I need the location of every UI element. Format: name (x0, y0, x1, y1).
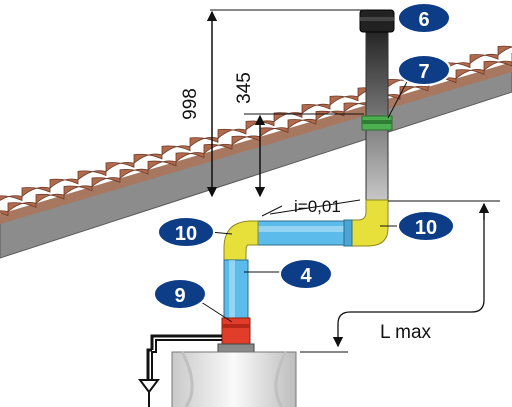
roof-tile (35, 193, 65, 205)
roof-tile (133, 153, 163, 165)
roof-tile (189, 137, 219, 148)
callout-10-right: 10 (397, 210, 455, 242)
roof-tile (483, 60, 512, 72)
slope-line (269, 199, 361, 215)
roof-tiles (0, 45, 512, 217)
roof-flashing-band (362, 120, 392, 124)
leader-9 (197, 299, 233, 323)
roof-tile (497, 45, 512, 57)
callout-9: 9 (153, 278, 207, 310)
roof-tile (63, 185, 93, 196)
drain-symbol-icon (138, 379, 160, 407)
roof-tile (469, 53, 499, 65)
roof-tile (161, 145, 191, 156)
roof-tile (301, 103, 331, 115)
slope-tick (261, 205, 283, 217)
condensate-drain (146, 334, 222, 380)
callout-4: 4 (279, 258, 333, 290)
roof-tile (21, 186, 51, 198)
vertical-pipe (223, 259, 249, 323)
callout-7: 7 (397, 54, 451, 86)
pipe-joint-right (343, 219, 353, 247)
callout-6-label: 6 (418, 9, 429, 31)
roof-deck-top (0, 62, 512, 224)
lmax-label: L max (380, 322, 432, 343)
elbow-right (349, 199, 389, 247)
callout-4-label: 4 (300, 265, 312, 287)
roof-tile (49, 178, 79, 190)
callout-10-right-label: 10 (415, 217, 437, 239)
lmax-arrow (332, 204, 485, 348)
callout-10-left: 10 (157, 216, 215, 248)
roof-tile (329, 95, 359, 106)
callout-9-label: 9 (174, 285, 185, 307)
roof-tile (7, 202, 37, 213)
roof-tile (105, 161, 135, 173)
roof-tile (175, 152, 205, 163)
boiler-shadow (180, 351, 194, 407)
roof-tile (259, 127, 289, 138)
roof-tile (399, 85, 429, 97)
horizontal-pipe (255, 220, 353, 246)
slope-label: i=0,01 (294, 197, 341, 216)
roof-tile (217, 128, 247, 140)
roof-tile (77, 170, 107, 181)
dim-998-label: 998 (180, 88, 201, 120)
roof-tile (287, 118, 317, 130)
callout-10-left-label: 10 (175, 223, 197, 245)
horizontal-pipe-highlight (256, 226, 352, 232)
condensate-drain-inner (151, 339, 222, 380)
roof-tile (91, 177, 121, 188)
callout-6: 6 (397, 2, 451, 34)
boiler-shadow-right (274, 351, 288, 407)
vertical-pipe-highlight (229, 260, 235, 322)
dim-345-label: 345 (234, 72, 255, 104)
roof-tile (119, 168, 149, 180)
roof-tile (147, 160, 177, 171)
boiler-adapter-band (222, 324, 250, 328)
callout-7-label: 7 (418, 61, 429, 83)
chimney-terminal-band (360, 17, 394, 21)
leader-7 (387, 75, 411, 119)
roof-tile (0, 210, 9, 217)
roof-tile (203, 143, 233, 155)
roof-tile (273, 112, 303, 123)
elbow-left (223, 220, 259, 263)
roof-tile (0, 195, 23, 202)
roof-tile (455, 69, 485, 80)
